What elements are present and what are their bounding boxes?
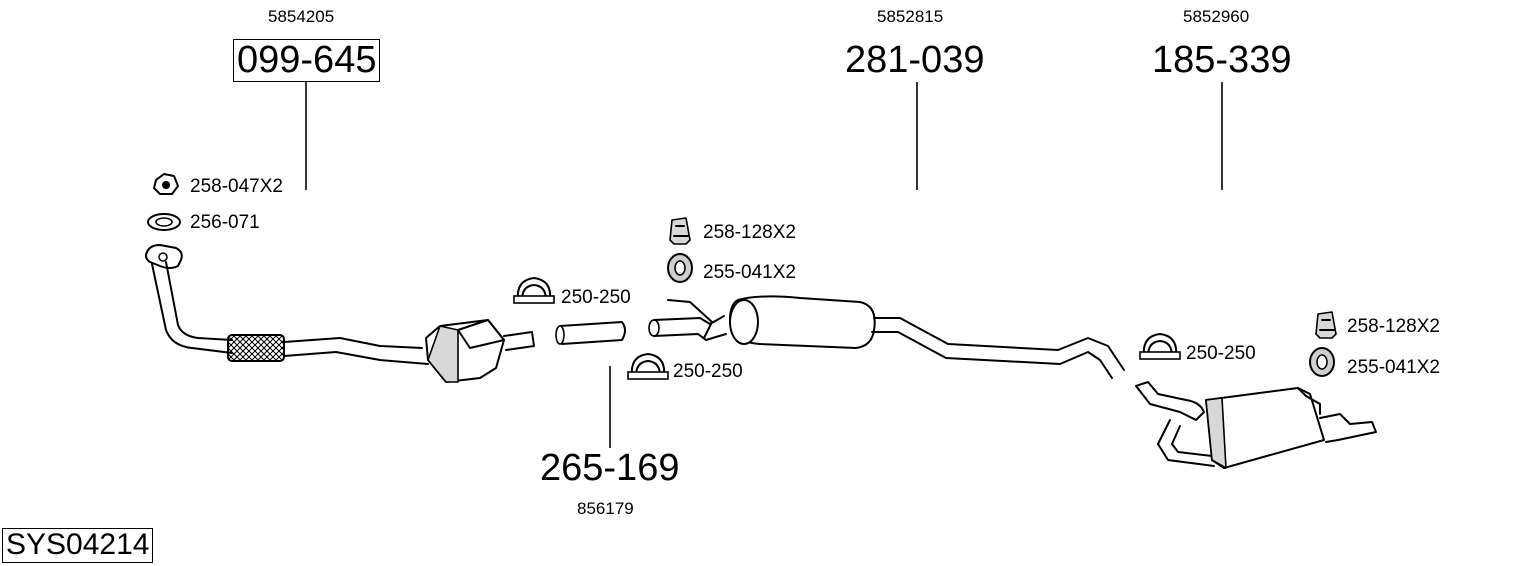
accessory-label-rear-rubber[interactable]: 255-041X2 xyxy=(1347,357,1440,378)
front-downpipe xyxy=(151,261,429,365)
rear-rubber-icon xyxy=(1309,347,1335,377)
rear-bracket-icon xyxy=(1315,311,1337,339)
system-code: SYS04214 xyxy=(2,528,154,563)
mid-bracket-icon xyxy=(669,217,691,245)
middle-silencer-inlet xyxy=(648,299,727,341)
part-number-rear-silencer[interactable]: 185-339 xyxy=(1152,39,1292,81)
gasket-icon xyxy=(147,213,181,231)
part-number-middle-silencer[interactable]: 281-039 xyxy=(845,39,985,81)
part-number-connector-pipe[interactable]: 265-169 xyxy=(540,447,680,489)
accessory-label-clamp-connector[interactable]: 250-250 xyxy=(673,361,743,382)
part-number-downpipe[interactable]: 099-645 xyxy=(233,39,381,82)
accessory-label-mid-rubber[interactable]: 255-041X2 xyxy=(703,262,796,283)
accessory-label-front-nut[interactable]: 258-047X2 xyxy=(190,176,283,197)
clamp-connector-icon xyxy=(627,353,669,380)
accessory-label-clamp-cat[interactable]: 250-250 xyxy=(561,287,631,308)
accessory-label-mid-bracket[interactable]: 258-128X2 xyxy=(703,222,796,243)
accessory-label-rear-bracket[interactable]: 258-128X2 xyxy=(1347,316,1440,337)
oem-number-connector-pipe: 856179 xyxy=(577,499,634,518)
accessory-label-clamp-rear[interactable]: 250-250 xyxy=(1186,343,1256,364)
oem-number-downpipe: 5854205 xyxy=(268,7,335,26)
flex-pipe xyxy=(227,334,285,362)
accessory-label-front-gasket[interactable]: 256-071 xyxy=(190,212,260,233)
oem-number-middle-silencer: 5852815 xyxy=(877,7,944,26)
middle-silencer xyxy=(729,295,1125,379)
connector-pipe xyxy=(555,321,626,345)
mid-rubber-icon xyxy=(667,253,693,283)
rear-silencer xyxy=(1135,381,1377,469)
clamp-cat-icon xyxy=(513,277,555,304)
clamp-rear-icon xyxy=(1139,333,1181,360)
catalytic-converter xyxy=(425,319,535,383)
nut-icon xyxy=(153,173,179,195)
front-flange xyxy=(145,244,183,269)
oem-number-rear-silencer: 5852960 xyxy=(1183,7,1250,26)
